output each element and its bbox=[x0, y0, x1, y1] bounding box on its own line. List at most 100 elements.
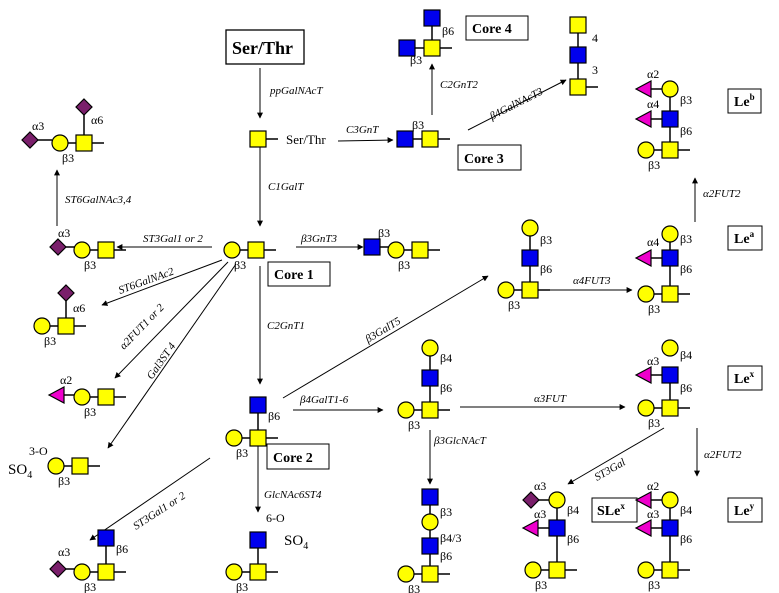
galnac-square bbox=[569, 16, 587, 34]
linkage-label: β6 bbox=[680, 532, 692, 546]
enzyme-ppgalnact: ppGalNAcT bbox=[269, 85, 323, 97]
arrow-st3gal1or2-b bbox=[89, 457, 211, 541]
enzyme-b3gnt3: β3GnT3 bbox=[300, 233, 338, 245]
galactose-circle bbox=[497, 281, 515, 299]
galnac-square bbox=[423, 39, 441, 57]
linkage-label: β3 bbox=[410, 53, 422, 67]
fucose-triangle bbox=[47, 386, 65, 404]
linkage-label: α6 bbox=[91, 113, 103, 127]
glcnac-square bbox=[363, 238, 381, 256]
slex-box bbox=[591, 497, 638, 523]
sialic-acid-diamond bbox=[49, 560, 67, 578]
core4-label: Core 4 bbox=[472, 22, 512, 37]
galactose-circle bbox=[421, 513, 439, 531]
galnac-square bbox=[661, 561, 679, 579]
arrow-st6galnac2 bbox=[101, 259, 223, 306]
linkage-label: β3 bbox=[58, 474, 70, 488]
galactose-circle bbox=[661, 80, 679, 98]
enzyme-b4galnact3: β4GalNAcT3 bbox=[487, 85, 545, 123]
linkage-label: β3 bbox=[234, 258, 246, 272]
fucose-triangle bbox=[521, 519, 539, 537]
linkage-label: α2 bbox=[647, 479, 659, 493]
linkage-label: β4/3 bbox=[440, 531, 461, 545]
lea-label: Lea bbox=[734, 229, 755, 247]
glcnac-square bbox=[569, 46, 587, 64]
lea-box bbox=[727, 225, 763, 251]
glcnac-square bbox=[396, 130, 414, 148]
glcnac-square bbox=[661, 519, 679, 537]
galactose-circle bbox=[73, 388, 91, 406]
linkage-label: β3 bbox=[535, 578, 547, 592]
slex-label: SLex bbox=[597, 501, 625, 519]
galactose-circle bbox=[521, 219, 539, 237]
so4-left-label: SO4 bbox=[8, 462, 32, 481]
sialic-acid-diamond bbox=[522, 491, 540, 509]
enzyme-c3gnt: C3GnT bbox=[346, 124, 379, 136]
enzyme-st3gal1or2-a: ST3Gal1 or 2 bbox=[143, 233, 203, 245]
galnac-square bbox=[548, 561, 566, 579]
linkage-label: β3 bbox=[84, 405, 96, 419]
linkage-label: β6 bbox=[268, 409, 280, 423]
galactose-circle bbox=[637, 399, 655, 417]
linkage-label: α3 bbox=[58, 545, 70, 559]
linkage-label: α3 bbox=[647, 507, 659, 521]
glcnac-square bbox=[661, 110, 679, 128]
galactose-circle bbox=[637, 285, 655, 303]
glcnac-square bbox=[249, 531, 267, 549]
so4-left-prefix: 3-O bbox=[29, 444, 48, 458]
linkage-label: β3 bbox=[540, 233, 552, 247]
galactose-circle bbox=[225, 563, 243, 581]
galnac-square bbox=[249, 130, 267, 148]
arrow-b3galt5 bbox=[282, 275, 489, 399]
galnac-square bbox=[661, 399, 679, 417]
galnac-square bbox=[97, 388, 115, 406]
galactose-circle bbox=[637, 561, 655, 579]
enzyme-a4fut3: α4FUT3 bbox=[573, 275, 611, 287]
linkage-label: α4 bbox=[647, 97, 659, 111]
linkage-label: β3 bbox=[408, 582, 420, 593]
enzyme-gal3st4: Gal3ST 4 bbox=[145, 340, 179, 381]
galnac-square bbox=[97, 241, 115, 259]
ley-label: Ley bbox=[734, 501, 755, 519]
enzyme-glcnac6st4: GlcNAc6ST4 bbox=[264, 489, 322, 501]
galnac-square bbox=[57, 317, 75, 335]
linkage-label: α3 bbox=[534, 507, 546, 521]
linkage-label: β3 bbox=[440, 505, 452, 519]
linkage-label: β6 bbox=[540, 262, 552, 276]
arrow-st3gal bbox=[567, 427, 665, 485]
linkage-label: β3 bbox=[648, 158, 660, 172]
galactose-circle bbox=[661, 225, 679, 243]
linkage-label: 4 bbox=[592, 31, 598, 45]
linkage-label: β3 bbox=[84, 258, 96, 272]
linkage-label: α6 bbox=[73, 301, 85, 315]
linkage-label: β3 bbox=[412, 118, 424, 132]
linkage-label: β6 bbox=[680, 262, 692, 276]
galactose-circle bbox=[637, 141, 655, 159]
glcnac-square bbox=[421, 488, 439, 506]
galactose-circle bbox=[223, 241, 241, 259]
glcnac-square bbox=[421, 537, 439, 555]
so4-core2-prefix: 6-O bbox=[266, 511, 285, 525]
enzyme-c2gnt2: C2GnT2 bbox=[440, 79, 478, 91]
linkage-label: α4 bbox=[647, 235, 659, 249]
fucose-triangle bbox=[634, 110, 652, 128]
linkage-label: β3 bbox=[84, 580, 96, 593]
galactose-circle bbox=[47, 457, 65, 475]
fucose-triangle bbox=[634, 491, 652, 509]
linkage-label: α3 bbox=[534, 479, 546, 493]
glcnac-square bbox=[548, 519, 566, 537]
sialic-acid-diamond bbox=[57, 284, 75, 302]
linkage-label: β3 bbox=[680, 93, 692, 107]
linkage-label: β6 bbox=[116, 542, 128, 556]
core2-label: Core 2 bbox=[273, 451, 313, 466]
enzyme-a3fut: α3FUT bbox=[534, 393, 567, 405]
leb-box bbox=[727, 88, 762, 114]
linkage-label: β3 bbox=[236, 446, 248, 460]
core3-box bbox=[457, 144, 522, 171]
glcnac-square bbox=[421, 369, 439, 387]
galnac-square bbox=[247, 241, 265, 259]
core1-box bbox=[267, 261, 331, 287]
enzyme-a2fut2-b: α2FUT2 bbox=[704, 449, 742, 461]
glcnac-square bbox=[249, 396, 267, 414]
linkage-label: β4 bbox=[440, 351, 452, 365]
